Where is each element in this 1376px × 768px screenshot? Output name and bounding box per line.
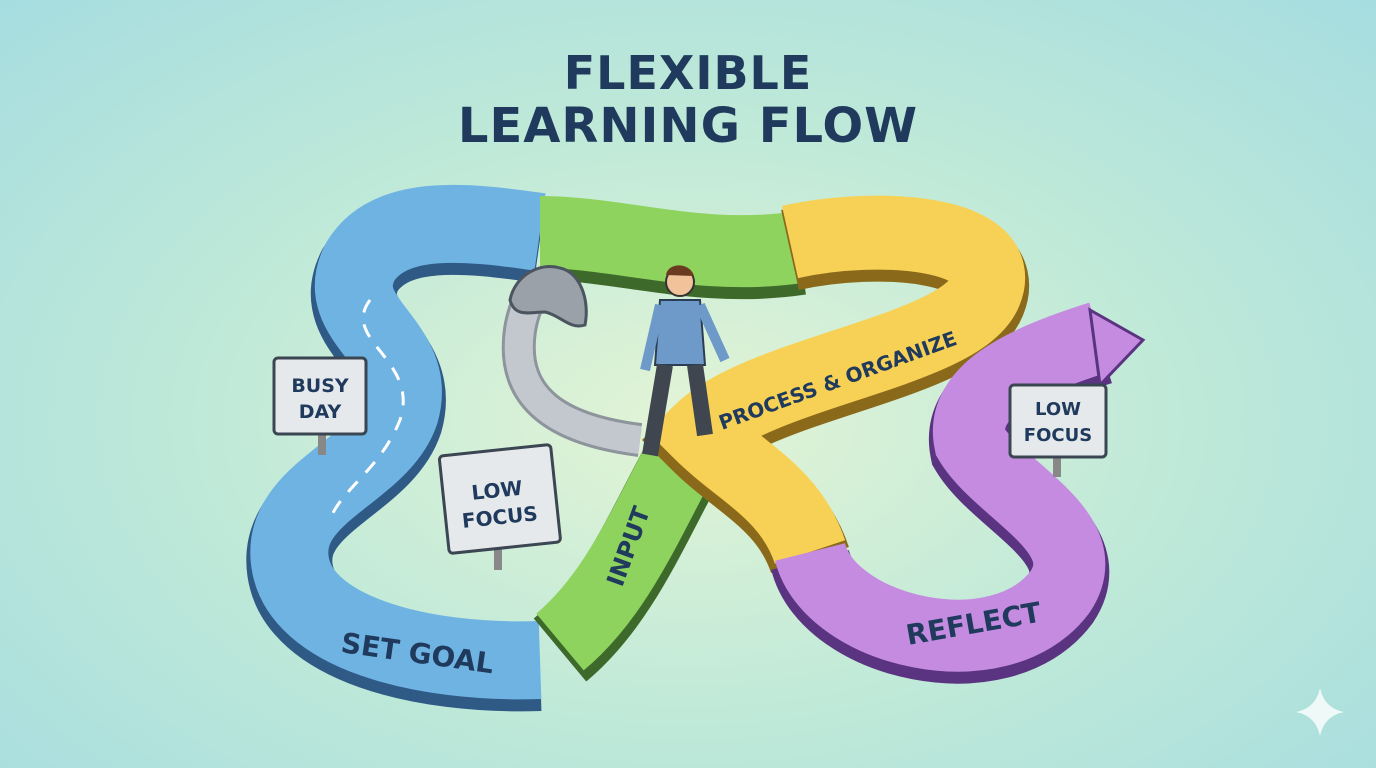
title-line-2: LEARNING FLOW xyxy=(457,98,919,154)
rock-icon xyxy=(508,265,588,328)
svg-text:BUSY: BUSY xyxy=(291,375,349,397)
svg-text:DAY: DAY xyxy=(299,401,342,423)
svg-text:LOW: LOW xyxy=(470,476,523,505)
walking-person-icon xyxy=(640,265,730,457)
sign-low-focus-right: LOW FOCUS xyxy=(1008,383,1108,477)
title-line-1: FLEXIBLE xyxy=(563,46,813,100)
arrow-head-icon xyxy=(1088,307,1146,389)
svg-text:FOCUS: FOCUS xyxy=(1024,425,1092,446)
sign-low-focus-left: LOW FOCUS xyxy=(437,443,562,570)
svg-text:LOW: LOW xyxy=(1035,399,1081,420)
sparkle-icon xyxy=(1296,688,1344,736)
sign-busy-day: BUSY DAY xyxy=(272,356,368,455)
